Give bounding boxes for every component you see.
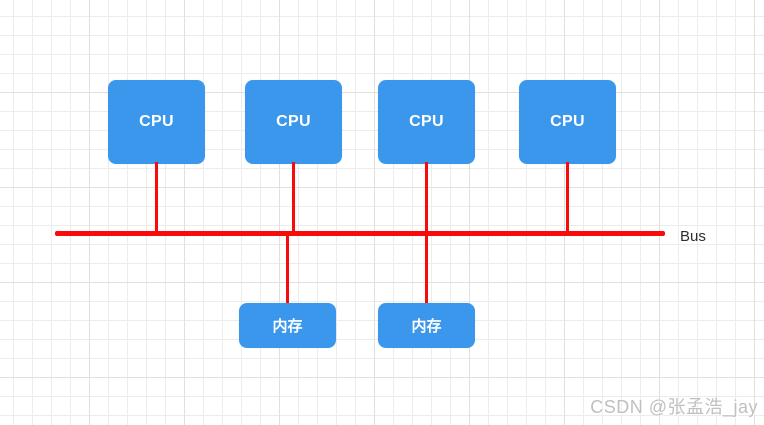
cpu-node-2: CPU [245,80,342,164]
cpu-node-3: CPU [378,80,475,164]
cpu3-bus-connector-line [425,162,428,233]
cpu-node-label: CPU [409,113,444,130]
memory-node-label: 内存 [411,318,442,335]
memory-node-2: 内存 [378,303,475,348]
bus-label: Bus [680,228,706,245]
memory-node-1: 内存 [239,303,336,348]
bus-line [55,231,665,236]
bus-memory1-connector-line [286,235,289,304]
cpu-node-1: CPU [108,80,205,164]
cpu-node-label: CPU [276,113,311,130]
cpu-node-label: CPU [550,113,585,130]
cpu-node-4: CPU [519,80,616,164]
cpu4-bus-connector-line [566,162,569,233]
csdn-watermark: CSDN @张孟浩_jay [590,397,758,417]
memory-node-label: 内存 [272,318,303,335]
cpu-node-label: CPU [139,113,174,130]
cpu2-bus-connector-line [292,162,295,233]
cpu1-bus-connector-line [155,162,158,233]
bus-memory2-connector-line [425,235,428,304]
